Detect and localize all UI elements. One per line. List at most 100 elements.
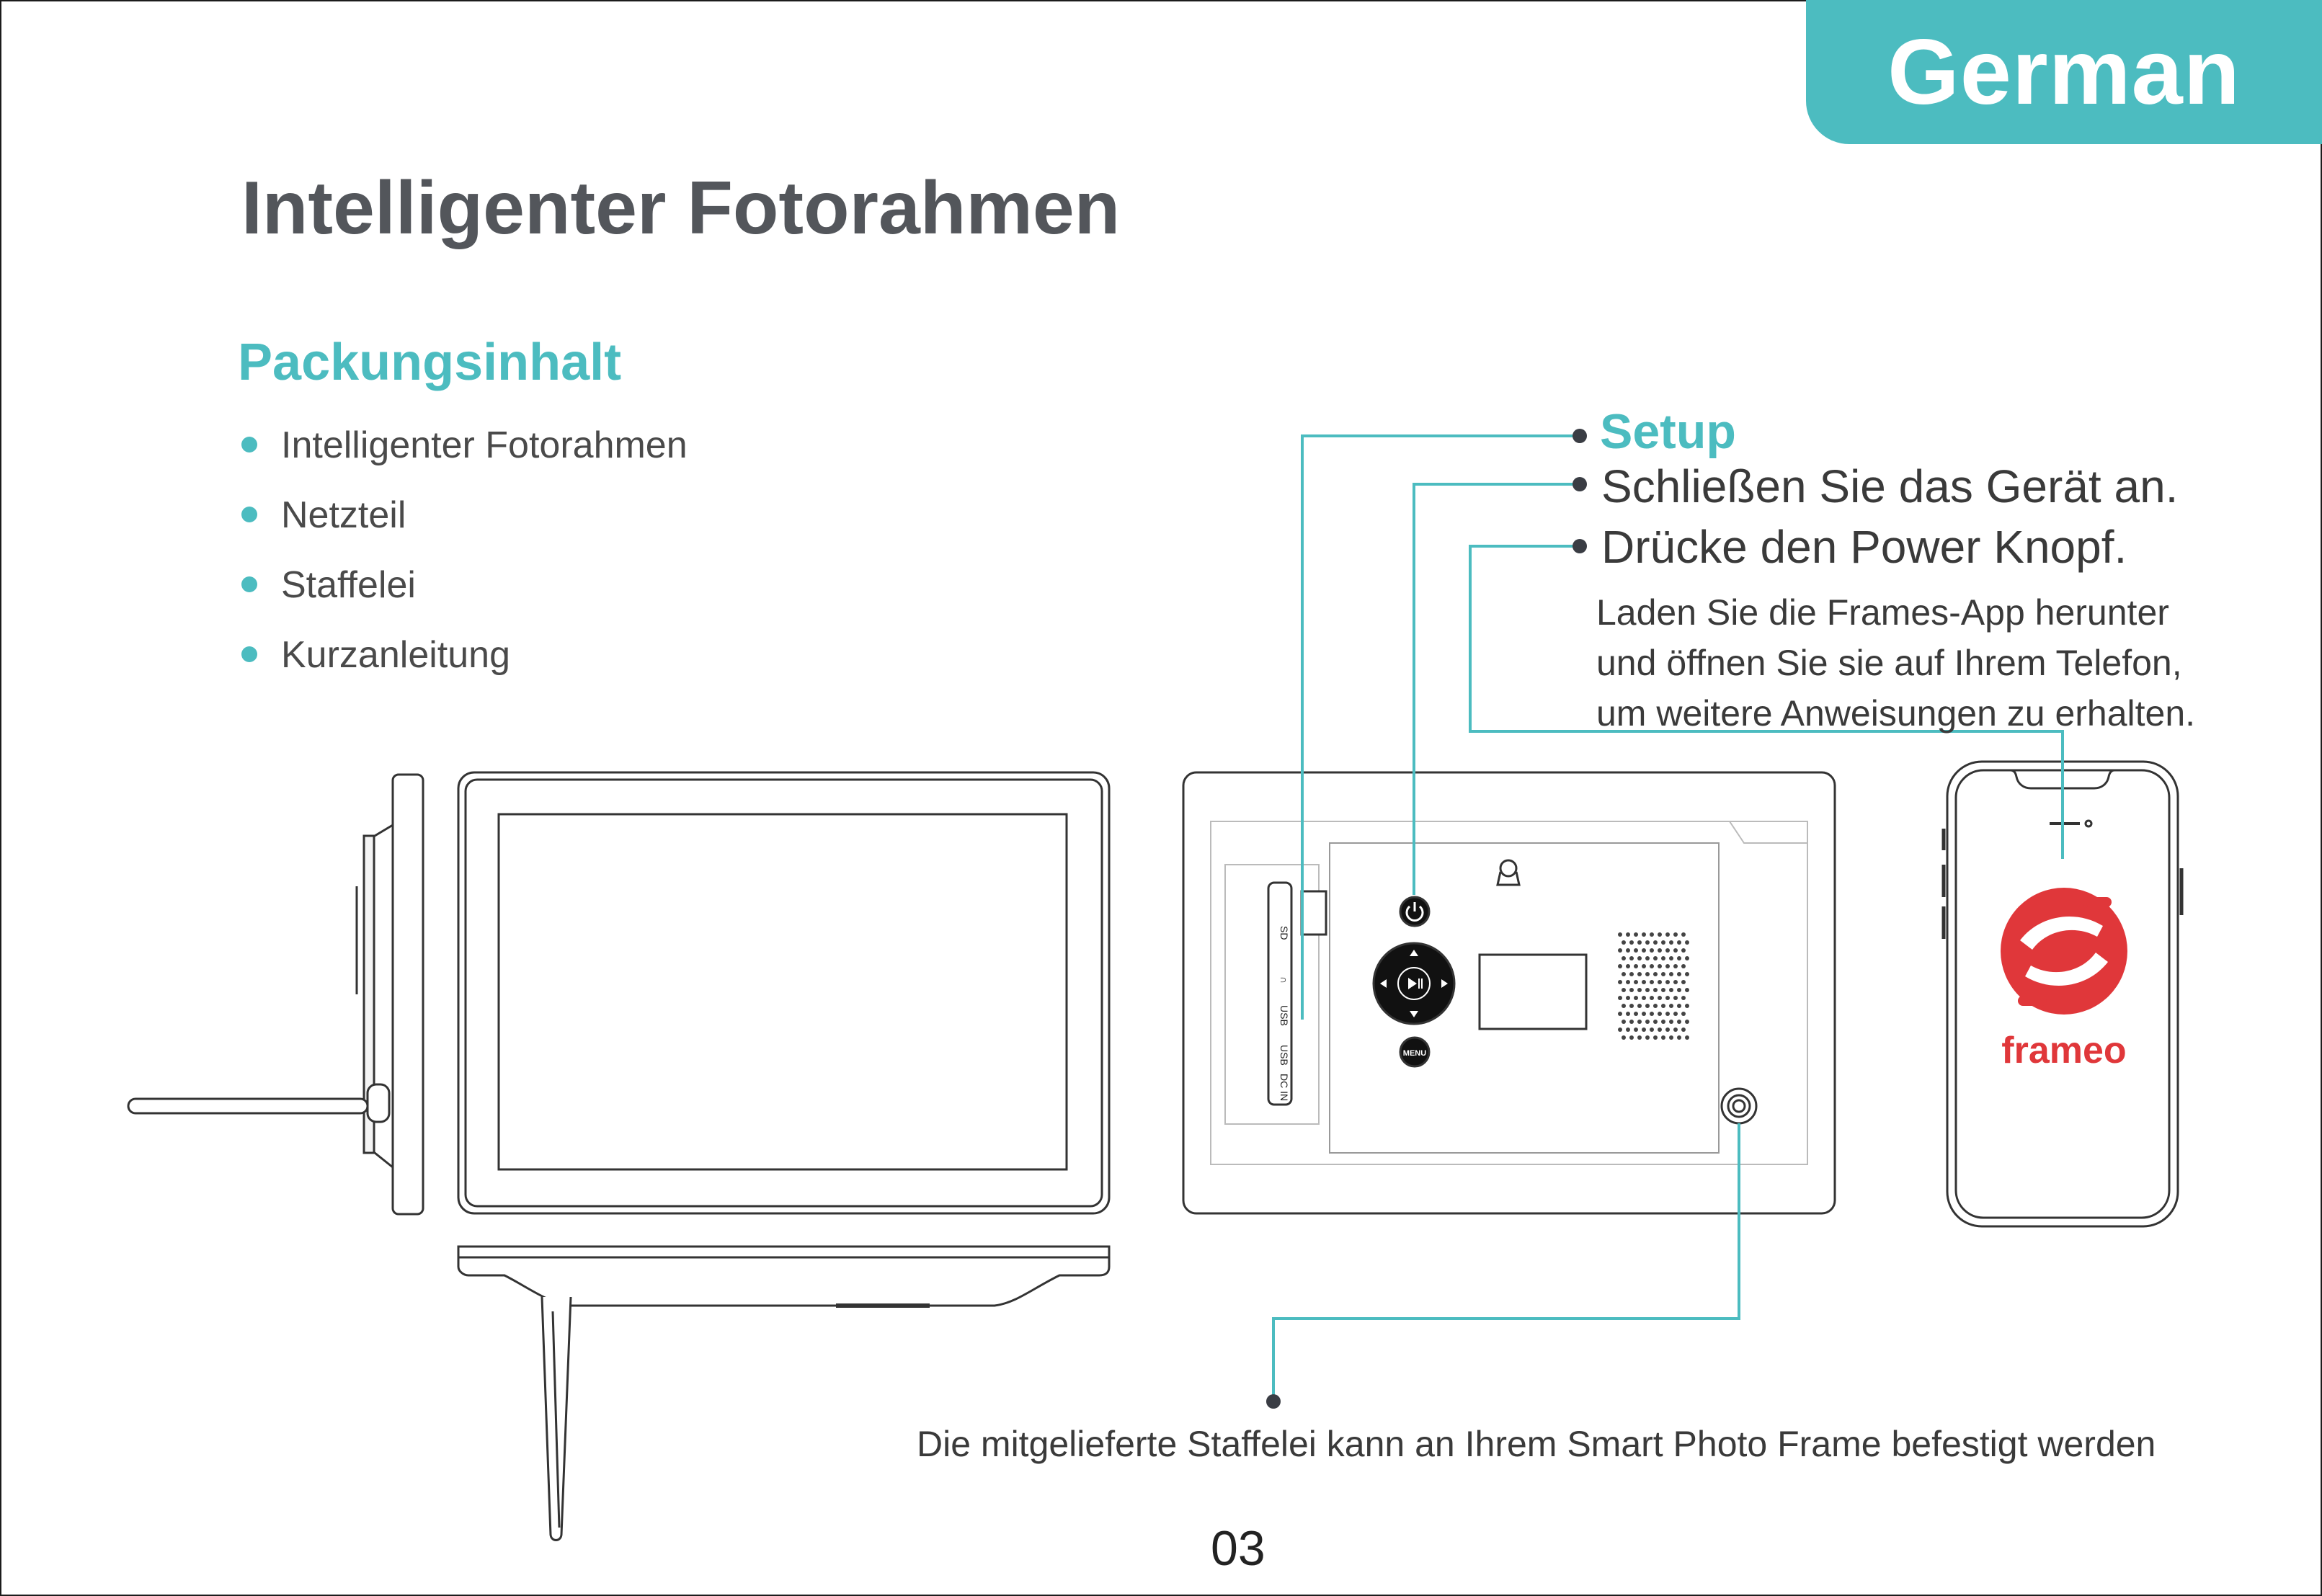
grille-hole — [1677, 972, 1681, 976]
grille-hole — [1642, 1012, 1646, 1016]
grille-hole — [1653, 956, 1658, 960]
grille-hole — [1673, 996, 1678, 1000]
grille-hole — [1634, 1012, 1638, 1016]
grille-hole — [1653, 1004, 1658, 1008]
grille-hole — [1653, 940, 1658, 945]
grille-hole — [1685, 1035, 1689, 1040]
grille-hole — [1626, 948, 1630, 953]
port-usb-label: USB — [1278, 1045, 1290, 1066]
grille-hole — [1658, 980, 1662, 984]
list-item: Intelligenter Fotorahmen — [241, 416, 688, 486]
grille-hole — [1669, 972, 1673, 976]
grille-hole — [1645, 988, 1650, 992]
grille-hole — [1658, 964, 1662, 968]
setup-step-power: Drücke den Power Knopf. — [1601, 521, 2127, 573]
grille-hole — [1677, 956, 1681, 960]
language-tab: German — [1806, 0, 2322, 144]
frame-side-view — [127, 773, 424, 1216]
frameo-logo-icon: frameo — [2001, 888, 2127, 1071]
setup-heading: Setup — [1600, 404, 1736, 459]
navigation-pad-icon — [1372, 942, 1456, 1025]
grille-hole — [1658, 948, 1662, 953]
grille-hole — [1629, 1020, 1634, 1024]
grille-hole — [1629, 1004, 1634, 1008]
grille-hole — [1658, 996, 1662, 1000]
grille-hole — [1665, 1027, 1670, 1032]
port-sd-label: SD — [1278, 926, 1290, 940]
grille-hole — [1653, 1035, 1658, 1040]
grille-hole — [1685, 1020, 1689, 1024]
grille-hole — [1634, 1027, 1638, 1032]
grille-hole — [1634, 932, 1638, 937]
list-item: Kurzanleitung — [241, 626, 688, 696]
grille-hole — [1645, 1035, 1650, 1040]
grille-hole — [1645, 1020, 1650, 1024]
grille-hole — [1669, 1035, 1673, 1040]
grille-hole — [1681, 996, 1686, 1000]
grille-hole — [1658, 1027, 1662, 1032]
package-contents-list: Intelligenter Fotorahmen Netzteil Staffe… — [241, 416, 688, 696]
grille-hole — [1650, 964, 1654, 968]
app-note-line: Laden Sie die Frames-App herunter — [1596, 592, 2169, 633]
package-contents-heading: Packungsinhalt — [238, 334, 622, 391]
grille-hole — [1681, 948, 1686, 953]
port-dc-in-label: DC IN — [1278, 1074, 1290, 1101]
grille-hole — [1650, 980, 1654, 984]
grille-hole — [1626, 980, 1630, 984]
grille-hole — [1645, 1004, 1650, 1008]
grille-hole — [1665, 964, 1670, 968]
grille-hole — [1681, 932, 1686, 937]
grille-hole — [1677, 1004, 1681, 1008]
grille-hole — [1637, 1020, 1642, 1024]
keyhole-icon — [1496, 859, 1521, 886]
grille-hole — [1634, 964, 1638, 968]
grille-hole — [1665, 980, 1670, 984]
grille-hole — [1677, 1020, 1681, 1024]
page-number: 03 — [1211, 1521, 1265, 1576]
grille-hole — [1645, 956, 1650, 960]
frame-bottom-view — [457, 1245, 1111, 1541]
grille-hole — [1653, 988, 1658, 992]
grille-hole — [1669, 1004, 1673, 1008]
grille-hole — [1661, 972, 1665, 976]
grille-hole — [1642, 1027, 1646, 1032]
grille-hole — [1650, 948, 1654, 953]
grille-hole — [1681, 1027, 1686, 1032]
grille-hole — [1645, 972, 1650, 976]
list-item: Netzteil — [241, 486, 688, 556]
grille-hole — [1622, 1004, 1626, 1008]
grille-hole — [1685, 1004, 1689, 1008]
grille-hole — [1673, 1027, 1678, 1032]
grille-hole — [1650, 932, 1654, 937]
grille-hole — [1642, 932, 1646, 937]
grille-hole — [1685, 988, 1689, 992]
grille-hole — [1669, 956, 1673, 960]
grille-hole — [1642, 964, 1646, 968]
grille-hole — [1661, 1004, 1665, 1008]
grille-hole — [1637, 956, 1642, 960]
grille-hole — [1618, 964, 1622, 968]
grille-hole — [1622, 956, 1626, 960]
grille-hole — [1650, 1027, 1654, 1032]
grille-hole — [1661, 1020, 1665, 1024]
grille-hole — [1677, 1035, 1681, 1040]
grille-hole — [1650, 996, 1654, 1000]
grille-hole — [1658, 1012, 1662, 1016]
grille-hole — [1650, 1012, 1654, 1016]
grille-hole — [1622, 1035, 1626, 1040]
grille-hole — [1669, 988, 1673, 992]
frameo-logo-text: frameo — [2001, 1030, 2126, 1071]
grille-hole — [1629, 988, 1634, 992]
grille-hole — [1665, 948, 1670, 953]
grille-hole — [1673, 948, 1678, 953]
grille-hole — [1637, 972, 1642, 976]
menu-label: MENU — [1403, 1049, 1426, 1058]
grille-hole — [1637, 1035, 1642, 1040]
frame-front-view — [457, 771, 1111, 1215]
setup-step-connect: Schließen Sie das Gerät an. — [1601, 460, 2179, 512]
menu-button-icon: MENU — [1399, 1036, 1431, 1068]
grille-hole — [1681, 964, 1686, 968]
grille-hole — [1677, 940, 1681, 945]
grille-hole — [1618, 980, 1622, 984]
